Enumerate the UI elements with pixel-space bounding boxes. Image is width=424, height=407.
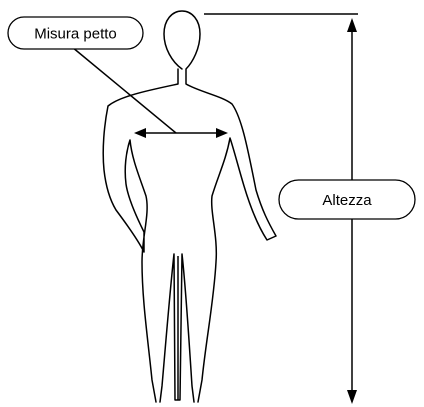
height-label-text: Altezza — [322, 192, 372, 209]
chest-measure-arrow — [134, 128, 228, 138]
chest-leader-line — [72, 47, 176, 133]
mannequin-outline — [103, 11, 276, 402]
mannequin-figure — [103, 11, 276, 402]
chest-label-text: Misura petto — [34, 26, 117, 43]
chest-label: Misura petto — [8, 17, 143, 49]
height-label: Altezza — [279, 180, 415, 219]
